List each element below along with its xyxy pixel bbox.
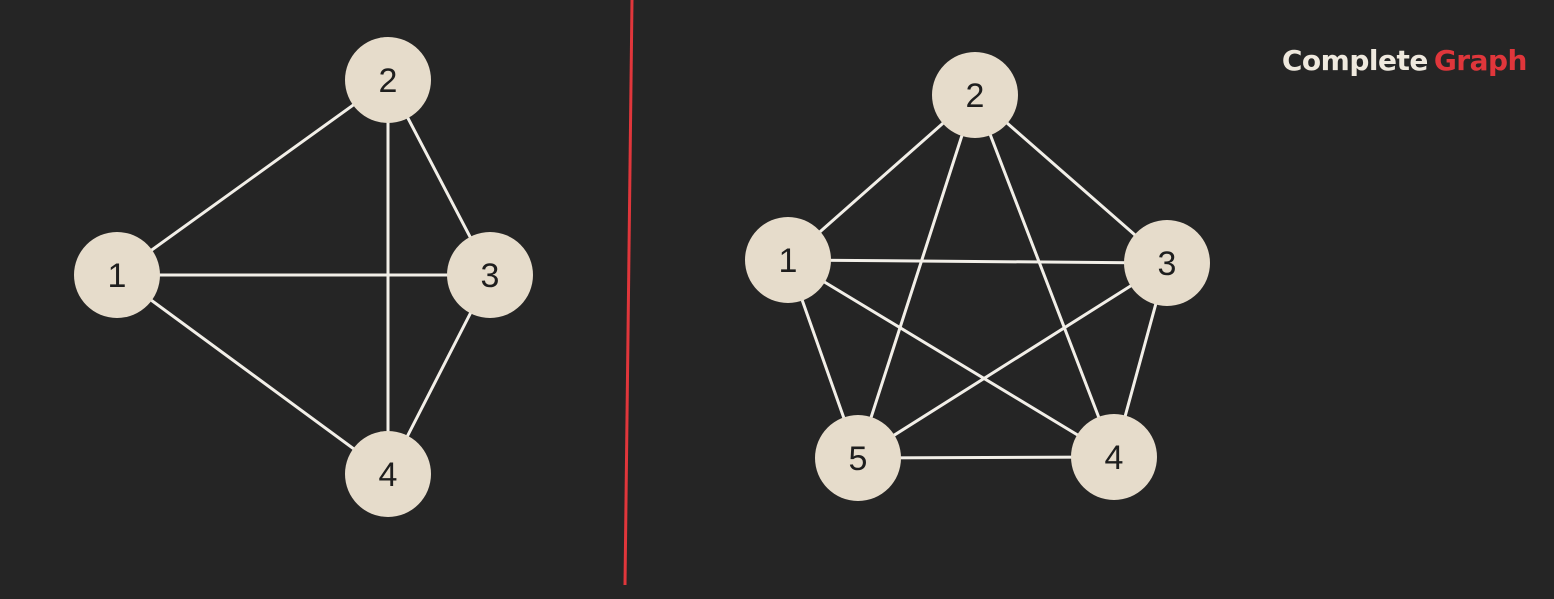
k4-node-3-label: 3 — [481, 257, 500, 295]
graph-k5-edges — [786, 93, 1169, 460]
k5-edge-2-5 — [856, 93, 977, 460]
k4-node-1-label: 1 — [108, 257, 127, 295]
k4-node-4: 4 — [345, 431, 431, 517]
k5-edge-1-3 — [786, 258, 1169, 265]
k4-edge-1-4 — [115, 273, 390, 476]
k4-node-2: 2 — [345, 37, 431, 123]
k5-node-1-label: 1 — [779, 242, 798, 280]
k5-node-4-label: 4 — [1105, 439, 1124, 477]
k4-node-2-circle — [345, 37, 431, 123]
k5-node-2: 2 — [932, 52, 1018, 138]
title-word-graph: Graph — [1434, 44, 1527, 77]
k5-edge-3-5 — [856, 261, 1169, 460]
k4-node-1-circle — [74, 232, 160, 318]
k4-node-3: 3 — [447, 232, 533, 318]
graph-k5: 1 2 3 4 5 — [745, 52, 1210, 501]
k5-node-5-circle — [815, 415, 901, 501]
graph-k4: 1 2 3 4 — [74, 37, 533, 517]
k4-node-1: 1 — [74, 232, 160, 318]
k5-node-4: 4 — [1071, 414, 1157, 500]
k5-node-4-circle — [1071, 414, 1157, 500]
k4-node-2-label: 2 — [379, 62, 398, 100]
graph-k4-nodes: 1 2 3 4 — [74, 37, 533, 517]
k5-node-5-label: 5 — [849, 440, 868, 478]
k5-node-1-circle — [745, 217, 831, 303]
k4-node-4-circle — [345, 431, 431, 517]
title-word-complete: Complete — [1282, 44, 1428, 77]
k5-edge-1-4 — [786, 258, 1116, 459]
k5-node-2-circle — [932, 52, 1018, 138]
k4-node-3-circle — [447, 232, 533, 318]
k5-edge-2-4 — [973, 93, 1116, 459]
k5-node-3-circle — [1124, 220, 1210, 306]
k5-node-3: 3 — [1124, 220, 1210, 306]
k4-edge-1-2 — [115, 78, 390, 277]
k4-node-4-label: 4 — [379, 456, 398, 494]
graph-k4-edges — [115, 78, 492, 476]
k5-node-2-label: 2 — [966, 77, 985, 115]
divider-line — [623, 0, 634, 586]
graph-k5-nodes: 1 2 3 4 5 — [745, 52, 1210, 501]
k5-node-1: 1 — [745, 217, 831, 303]
k5-node-3-label: 3 — [1158, 245, 1177, 283]
k5-node-5: 5 — [815, 415, 901, 501]
